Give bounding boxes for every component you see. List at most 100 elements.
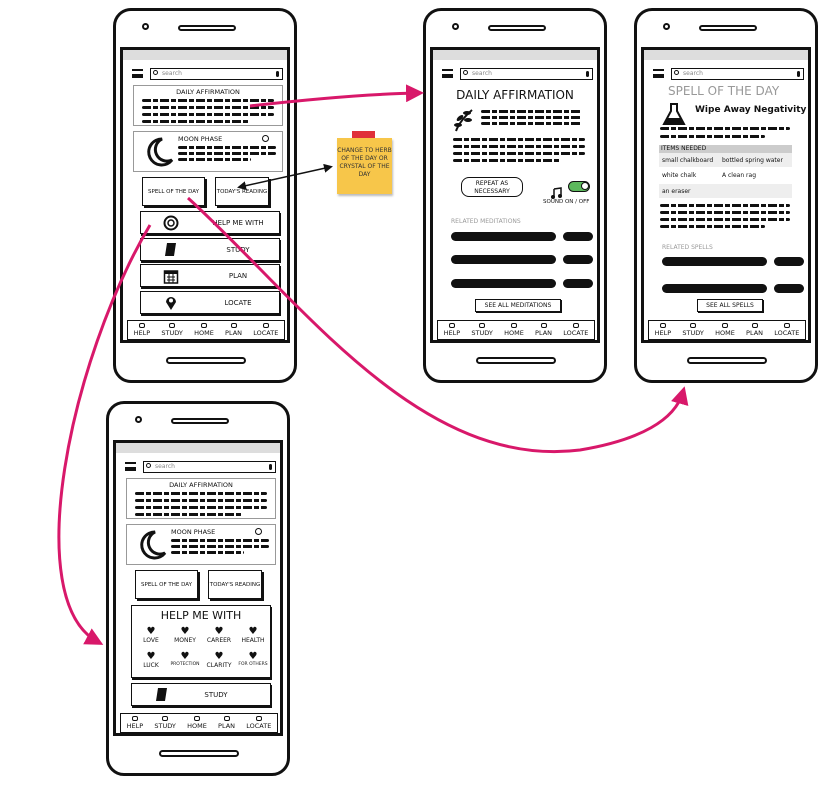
see-all-meditations-button[interactable]: SEE ALL MEDITATIONS: [475, 299, 561, 312]
nav-item-help[interactable]: HELP: [127, 716, 143, 730]
sound-label: SOUND ON / OFF: [543, 199, 590, 205]
nav-item-locate[interactable]: LOCATE: [253, 323, 278, 337]
heart-icon: ♥: [214, 651, 224, 662]
help-category-clarity[interactable]: ♥CLARITY: [202, 651, 236, 670]
speaker: [699, 25, 757, 31]
nav-item-study[interactable]: STUDY: [154, 716, 176, 730]
microphone-icon[interactable]: [276, 71, 279, 77]
moon-phase-indicator-icon: [262, 135, 269, 142]
status-bar: [644, 50, 808, 60]
daily-affirmation-card[interactable]: DAILY AFFIRMATION: [133, 85, 283, 126]
speaker: [171, 418, 229, 424]
related-meditation-item[interactable]: [451, 232, 556, 241]
microphone-icon[interactable]: [797, 71, 800, 77]
nav-item-home[interactable]: HOME: [715, 323, 735, 337]
daily-affirmation-card[interactable]: DAILY AFFIRMATION: [126, 478, 276, 519]
items-header: ITEMS NEEDED: [659, 145, 792, 153]
nav-item-locate[interactable]: LOCATE: [774, 323, 799, 337]
heart-icon: ♥: [180, 626, 190, 637]
nav-label: STUDY: [154, 722, 176, 730]
help-category-for-others[interactable]: ♥FOR OTHERS: [236, 652, 270, 668]
menu-study-button[interactable]: STUDY: [140, 237, 280, 261]
home-icon: [200, 323, 207, 328]
nav-item-help[interactable]: HELP: [134, 323, 150, 337]
nav-item-plan[interactable]: PLAN: [218, 716, 235, 730]
bottom-nav: HELP STUDY HOME PLAN LOCATE: [120, 713, 278, 733]
menu-locate-button[interactable]: LOCATE: [140, 290, 280, 314]
help-category-money[interactable]: ♥MONEY: [168, 626, 202, 645]
nav-item-home[interactable]: HOME: [187, 716, 207, 730]
sticky-note: CHANGE TO HERB OF THE DAY OR CRYSTAL OF …: [337, 138, 392, 194]
nav-item-home[interactable]: HOME: [194, 323, 214, 337]
spell-of-the-day-button[interactable]: SPELL OF THE DAY: [142, 177, 205, 206]
page-title: DAILY AFFIRMATION: [456, 88, 574, 102]
todays-reading-button[interactable]: TODAY'S READING: [208, 570, 262, 599]
nav-item-help[interactable]: HELP: [655, 323, 671, 337]
spell-name: Wipe Away Negativity: [695, 105, 807, 115]
home-button[interactable]: [159, 750, 239, 757]
hamburger-menu-icon[interactable]: [125, 462, 136, 471]
nav-item-home[interactable]: HOME: [504, 323, 524, 337]
camera: [452, 23, 459, 30]
help-category-protection[interactable]: ♥PROTECTION: [168, 652, 202, 668]
nav-item-help[interactable]: HELP: [443, 323, 461, 337]
related-spell-item[interactable]: [662, 257, 767, 266]
calendar-icon: [223, 716, 230, 721]
placeholder-text: [135, 513, 242, 516]
related-meditation-item[interactable]: [451, 255, 556, 264]
placeholder-text: [142, 99, 274, 102]
related-label: RELATED SPELLS: [662, 244, 713, 251]
heart-icon: ♥: [146, 626, 156, 637]
search-input[interactable]: search: [150, 68, 283, 80]
nav-item-plan[interactable]: PLAN: [746, 323, 763, 337]
nav-item-locate[interactable]: LOCATE: [563, 323, 588, 337]
microphone-icon[interactable]: [586, 71, 589, 77]
book-icon: [162, 716, 169, 721]
menu-label: LOCATE: [224, 298, 252, 307]
hamburger-menu-icon[interactable]: [132, 69, 143, 78]
flask-icon: [662, 102, 686, 130]
see-all-spells-button[interactable]: SEE ALL SPELLS: [697, 299, 763, 312]
calendar-icon: [540, 323, 547, 328]
moon-phase-card[interactable]: MOON PHASE: [133, 131, 283, 172]
help-category-luck[interactable]: ♥LUCK: [134, 652, 168, 670]
nav-label: PLAN: [535, 329, 553, 337]
category-label: MONEY: [174, 637, 196, 644]
study-button[interactable]: STUDY: [131, 683, 271, 706]
menu-plan-button[interactable]: PLAN: [140, 264, 280, 287]
home-button[interactable]: [166, 357, 246, 364]
affirmation-title: DAILY AFFIRMATION: [169, 481, 233, 489]
home-button[interactable]: [476, 357, 556, 364]
nav-label: HELP: [443, 329, 461, 337]
nav-item-study[interactable]: STUDY: [471, 323, 493, 337]
microphone-icon[interactable]: [269, 464, 272, 470]
help-category-love[interactable]: ♥LOVE: [134, 626, 168, 645]
menu-help-me-with-button[interactable]: HELP ME WITH: [140, 211, 280, 234]
search-input[interactable]: search: [460, 68, 593, 80]
search-input[interactable]: search: [143, 461, 276, 473]
related-meditation-item[interactable]: [451, 279, 556, 288]
nav-item-locate[interactable]: LOCATE: [246, 716, 271, 730]
book-icon: [154, 687, 170, 705]
nav-item-plan[interactable]: PLAN: [535, 323, 552, 337]
nav-item-plan[interactable]: PLAN: [225, 323, 242, 337]
moon-phase-card[interactable]: MOON PHASE: [126, 524, 276, 565]
sound-toggle[interactable]: [568, 181, 590, 192]
todays-reading-button[interactable]: TODAY'S READING: [215, 177, 269, 206]
placeholder-text: [660, 218, 790, 221]
related-spell-item[interactable]: [662, 284, 767, 293]
hamburger-menu-icon[interactable]: [653, 69, 664, 78]
help-category-career[interactable]: ♥CAREER: [202, 626, 236, 645]
help-title: HELP ME WITH: [160, 609, 242, 622]
heart-icon: ♥: [214, 626, 224, 637]
nav-item-study[interactable]: STUDY: [682, 323, 704, 337]
help-category-health[interactable]: ♥HEALTH: [236, 627, 270, 645]
nav-item-study[interactable]: STUDY: [161, 323, 183, 337]
search-input[interactable]: search: [671, 68, 804, 80]
home-button[interactable]: [687, 357, 767, 364]
item-needed: small chalkboard: [662, 157, 714, 164]
spell-of-the-day-button[interactable]: SPELL OF THE DAY: [135, 570, 198, 599]
hamburger-menu-icon[interactable]: [442, 69, 453, 78]
